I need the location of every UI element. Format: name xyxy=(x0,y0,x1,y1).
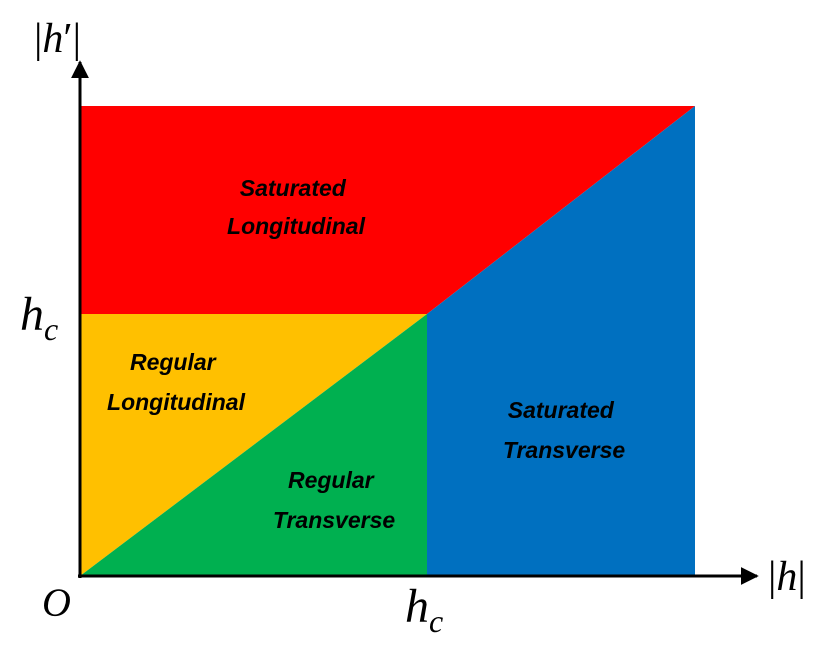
saturated-longitudinal-label: Saturated Longitudinal xyxy=(227,175,366,239)
x-tick-label: hc xyxy=(405,580,443,639)
y-axis-label: |h′| xyxy=(34,16,81,62)
x-axis-label: |h| xyxy=(768,554,806,600)
saturated-longitudinal-region xyxy=(80,106,695,314)
regular-transverse-label: Regular Transverse xyxy=(273,467,396,533)
saturated-transverse-label: Saturated Transverse xyxy=(503,397,626,463)
saturated-transverse-region xyxy=(427,106,695,576)
regular-transverse-region xyxy=(80,314,427,576)
regular-longitudinal-label: Regular Longitudinal xyxy=(107,349,246,415)
y-tick-label: hc xyxy=(20,288,58,347)
origin-label: O xyxy=(42,580,71,625)
